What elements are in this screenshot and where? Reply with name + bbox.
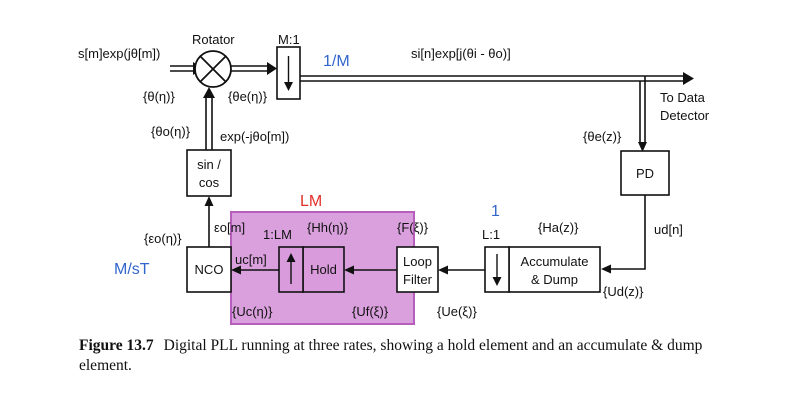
rotator-to-decimator-arrow bbox=[231, 62, 277, 75]
uf-transform-label: {Uf(ξ)} bbox=[352, 304, 389, 319]
interpolator-label: 1:LM bbox=[263, 227, 292, 242]
pd-to-accumulate-arrow bbox=[601, 195, 646, 274]
nco-rate-label: M/sT bbox=[114, 261, 150, 278]
uc-transform-label: {Uc(η)} bbox=[232, 304, 273, 319]
rotator-mixer bbox=[194, 50, 232, 88]
decimator-to-loopfilter-arrow bbox=[438, 265, 485, 275]
rotator-phase-error-label: {θe(η)} bbox=[228, 89, 268, 104]
decimator-m-box bbox=[276, 46, 301, 100]
nco-to-sincos-arrow bbox=[204, 196, 214, 247]
figure-number: Figure 13.7 bbox=[79, 337, 154, 354]
interpolator-lm-box bbox=[278, 246, 304, 293]
lm-rate-label: LM bbox=[300, 193, 322, 210]
rate-one-label: 1 bbox=[491, 203, 500, 220]
sincos-to-rotator-arrow bbox=[203, 87, 215, 150]
output-signal-label: si[n]exp[j(θi - θo)] bbox=[411, 46, 511, 61]
nco-phase-out-label: {θo(η)} bbox=[151, 124, 191, 139]
accumulate-label-line1: Accumulate bbox=[521, 254, 589, 269]
loop-filter-label-line1: Loop bbox=[403, 254, 432, 269]
input-phase-label: {θ(η)} bbox=[143, 89, 175, 104]
nco-epsilon-label: {εo(η)} bbox=[144, 231, 182, 246]
decimator-m-label: M:1 bbox=[278, 32, 300, 47]
pd-label: PD bbox=[636, 166, 654, 181]
sincos-label-line1: sin / bbox=[197, 157, 221, 172]
pd-output-label: ud[n] bbox=[654, 222, 683, 237]
feedback-exp-label: exp(-jθo[m]) bbox=[220, 129, 289, 144]
accumulate-label-line2: & Dump bbox=[531, 272, 578, 287]
loopfilter-to-hold-arrow bbox=[344, 265, 397, 275]
uc-samples-label: uc[m] bbox=[235, 252, 267, 267]
nco-box bbox=[186, 246, 232, 293]
pd-input-phase-label: {θe(z)} bbox=[583, 129, 622, 144]
input-signal-label: s[m]exp(jθ[m]) bbox=[78, 46, 160, 61]
loop-filter-label-line2: Filter bbox=[403, 272, 433, 287]
to-data-detector-line2: Detector bbox=[660, 108, 710, 123]
ud-transform-label: {Ud(z)} bbox=[603, 284, 644, 299]
to-data-detector-line1: To Data bbox=[660, 90, 706, 105]
pll-block-diagram: PD Accumulate & Dump Loop Filter Hold bbox=[78, 32, 710, 325]
sincos-label-line2: cos bbox=[199, 175, 220, 190]
pd-box bbox=[620, 150, 670, 196]
interpolator-to-nco-arrow bbox=[231, 265, 279, 275]
decimator-l-box bbox=[484, 246, 510, 293]
nco-label: NCO bbox=[195, 262, 224, 277]
ue-transform-label: {Ue(ξ)} bbox=[437, 304, 477, 319]
rotator-title: Rotator bbox=[192, 32, 235, 47]
hold-transfer-label: {Hh(η)} bbox=[307, 220, 349, 235]
accumulate-transfer-label: {Ha(z)} bbox=[538, 220, 579, 235]
hold-label: Hold bbox=[310, 262, 337, 277]
rate-high-label: 1/M bbox=[323, 53, 350, 70]
branch-to-pd-arrow bbox=[638, 76, 647, 152]
output-line bbox=[300, 72, 694, 85]
nco-epsilon-samples-label: εo[m] bbox=[214, 220, 245, 235]
sincos-box bbox=[186, 149, 232, 197]
loop-filter-box bbox=[396, 246, 439, 293]
accumulate-dump-box bbox=[508, 246, 601, 293]
decimator-l-label: L:1 bbox=[482, 227, 500, 242]
loop-filter-transfer-label: {F(ξ)} bbox=[397, 220, 429, 235]
figure-caption-text: Digital PLL running at three rates, show… bbox=[79, 337, 703, 374]
